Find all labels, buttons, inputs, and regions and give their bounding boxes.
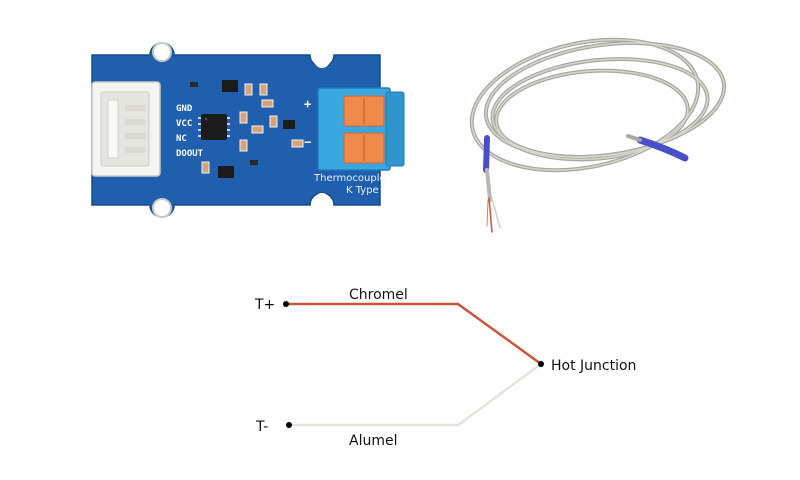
terminal-block bbox=[317, 87, 405, 171]
chromel-wire bbox=[286, 302, 542, 366]
t-minus-terminal-dot bbox=[286, 422, 292, 428]
probe-lead-sleeve bbox=[483, 135, 490, 173]
probe-wire-white bbox=[491, 197, 501, 229]
components bbox=[190, 80, 304, 178]
thermocouple-probe bbox=[469, 37, 727, 233]
terminal-minus-label: − bbox=[304, 135, 311, 149]
probe-tip-sleeve bbox=[636, 136, 689, 162]
grove-connector bbox=[91, 81, 161, 177]
pin-label-nc: NC bbox=[176, 134, 187, 144]
t-plus-terminal-dot bbox=[283, 301, 289, 307]
regulator-chip bbox=[218, 166, 234, 178]
mount-hole-top-right bbox=[314, 52, 330, 68]
pin-label-gnd: GND bbox=[176, 104, 193, 114]
board-label-line1: Thermocouple bbox=[313, 173, 386, 184]
alumel-label: Alumel bbox=[349, 433, 397, 449]
probe-wire-red bbox=[488, 197, 493, 233]
main-chip bbox=[201, 114, 227, 140]
wiring-diagram: T+ T- Chromel Alumel Hot Junction bbox=[254, 287, 636, 449]
mount-hole-bottom-right bbox=[314, 193, 330, 209]
mount-hole-top-left bbox=[152, 42, 172, 62]
chromel-label: Chromel bbox=[349, 287, 408, 303]
t-plus-label: T+ bbox=[254, 297, 275, 313]
hot-junction-dot bbox=[538, 361, 544, 367]
pin-label-dout: DOOUT bbox=[176, 149, 204, 159]
terminal-plus-label: + bbox=[304, 97, 311, 111]
t-minus-label: T- bbox=[255, 419, 268, 435]
mount-hole-bottom-left bbox=[152, 198, 172, 218]
board-label-line2: K Type bbox=[346, 185, 379, 196]
small-chip bbox=[222, 80, 238, 92]
sensor-board: GND VCC NC DOOUT bbox=[91, 42, 405, 218]
hot-junction-label: Hot Junction bbox=[551, 358, 636, 374]
transistor bbox=[283, 120, 295, 129]
alumel-wire bbox=[289, 362, 542, 427]
pin-label-vcc: VCC bbox=[176, 119, 192, 129]
